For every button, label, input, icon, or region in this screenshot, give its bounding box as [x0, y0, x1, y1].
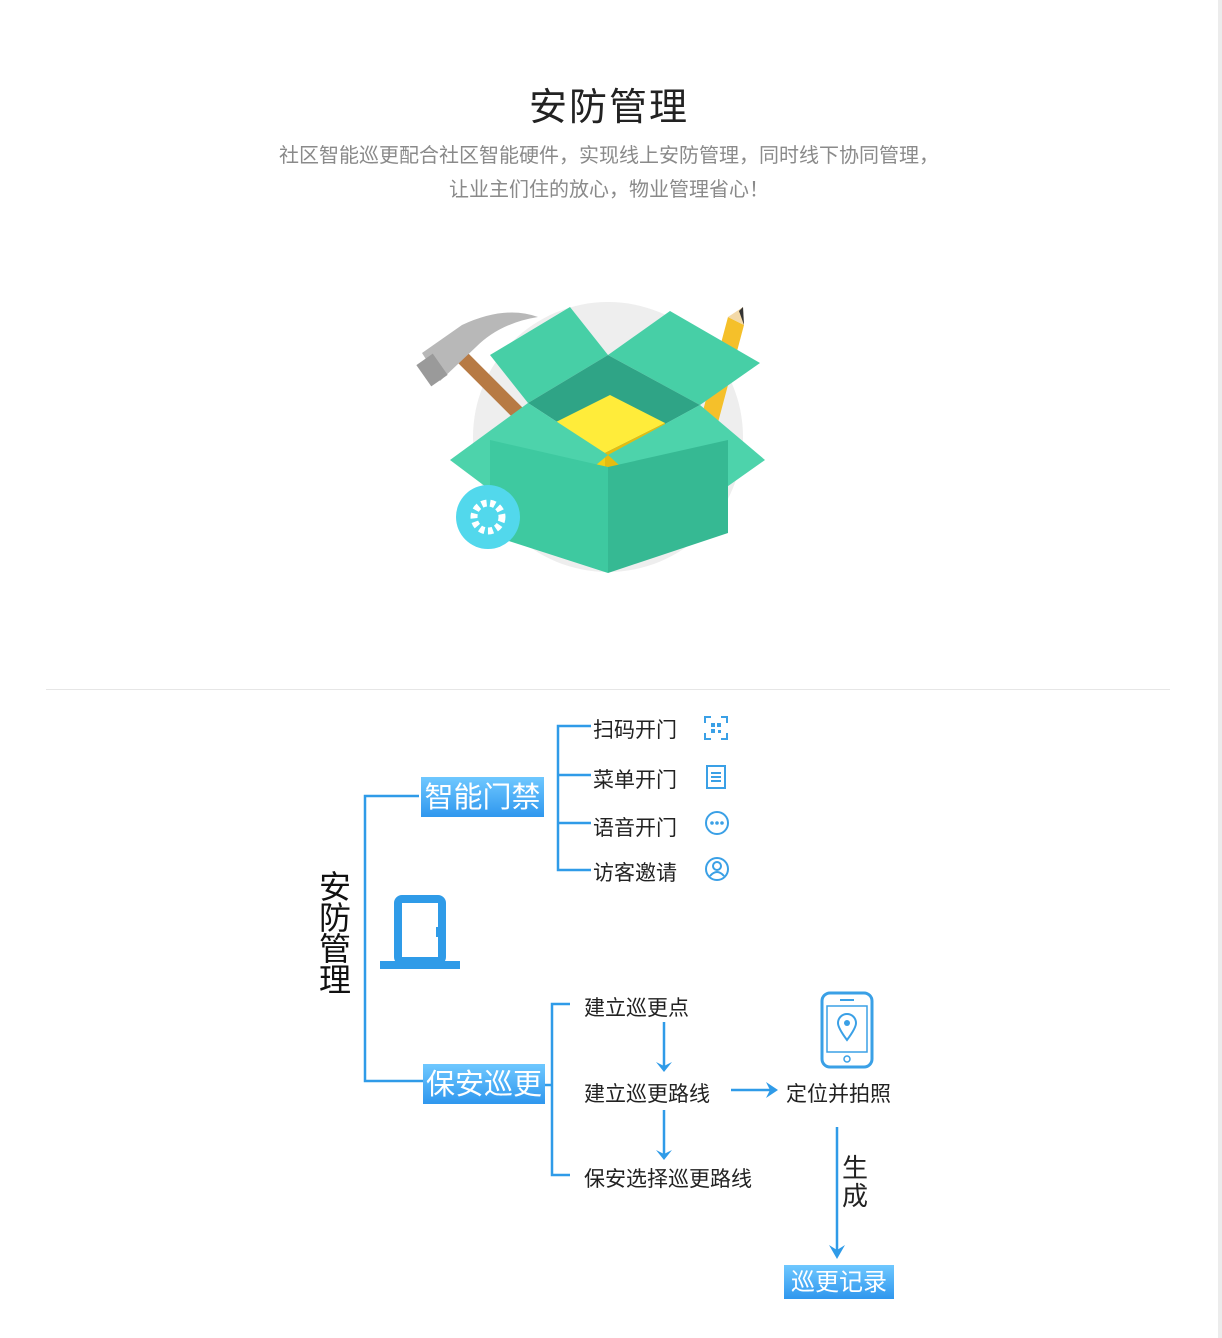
generate-label: 生成 [841, 1154, 868, 1212]
patrol-step-select-route: 保安选择巡更路线 [584, 1167, 752, 1191]
access-item-menu: 菜单开门 [593, 768, 677, 792]
gear-icon [456, 485, 520, 549]
patrol-locate-photo: 定位并拍照 [786, 1082, 891, 1106]
patrol-step-create-point: 建立巡更点 [584, 996, 689, 1020]
qr-code-icon [704, 716, 728, 740]
patrol-record-badge: 巡更记录 [784, 1265, 894, 1299]
document-icon [706, 765, 726, 789]
access-item-voice: 语音开门 [593, 816, 677, 840]
phone-location-icon [820, 991, 874, 1069]
page-subtitle-line-2: 让业主们住的放心，物业管理省心！ [449, 177, 769, 201]
access-item-scan: 扫码开门 [593, 718, 677, 742]
patrol-step-create-route: 建立巡更路线 [584, 1082, 710, 1106]
branch-smart-access-badge: 智能门禁 [421, 777, 544, 817]
toolbox-illustration [416, 302, 765, 573]
branch-security-patrol-badge: 保安巡更 [423, 1064, 545, 1104]
door-icon [380, 895, 460, 969]
user-icon [705, 857, 729, 881]
page-subtitle-line-1: 社区智能巡更配合社区智能硬件，实现线上安防管理，同时线下协同管理， [279, 143, 939, 167]
page-title: 安防管理 [528, 85, 689, 129]
mindmap-root-label: 安防管理 [318, 868, 351, 999]
section-divider [46, 689, 1170, 690]
access-item-visitor: 访客邀请 [593, 861, 677, 885]
chat-bubble-icon [705, 811, 729, 835]
page-right-border [1218, 0, 1222, 1338]
